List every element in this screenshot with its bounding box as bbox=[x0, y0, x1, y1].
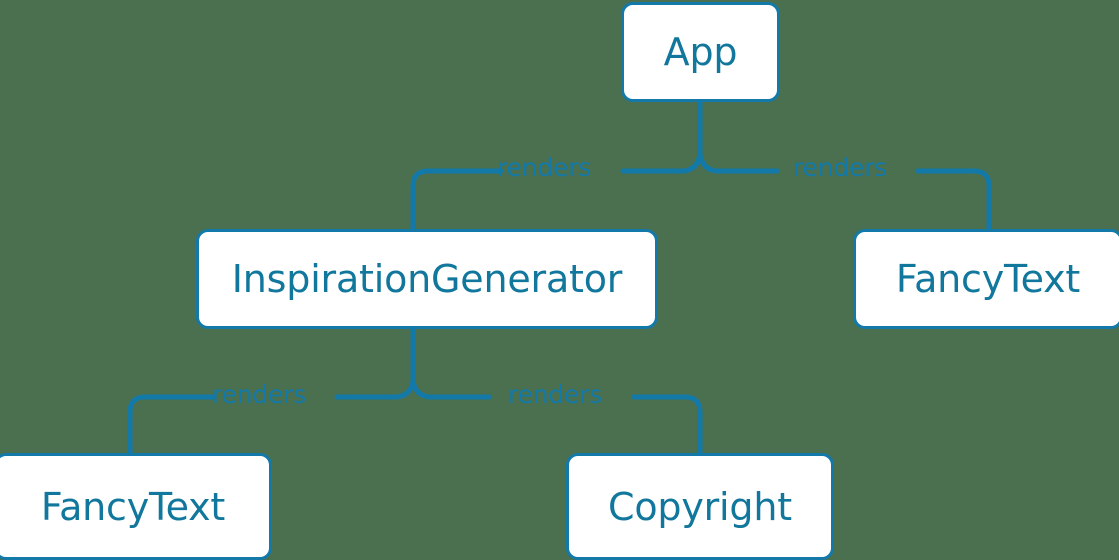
edge-inspiration-split-right bbox=[410, 378, 492, 400]
node-copyright[interactable]: Copyright bbox=[566, 453, 834, 560]
edge-inspiration-to-fancytext-left bbox=[127, 394, 216, 456]
node-fancytext-left[interactable]: FancyText bbox=[0, 453, 272, 560]
edge-app-to-fancytext-right bbox=[915, 168, 992, 232]
edge-app-split-right bbox=[697, 151, 780, 174]
edge-app-to-inspiration bbox=[410, 168, 504, 232]
node-inspiration-generator[interactable]: InspirationGenerator bbox=[196, 229, 658, 329]
node-copyright-label: Copyright bbox=[608, 484, 792, 529]
edge-inspiration-split-left bbox=[334, 378, 416, 400]
node-app[interactable]: App bbox=[621, 2, 780, 102]
edge-label-inspiration-generator-to-copyright: renders bbox=[508, 380, 603, 409]
edge-inspiration-to-copyright bbox=[631, 394, 703, 456]
node-fancytext-right-label: FancyText bbox=[895, 257, 1081, 301]
edge-label-app-to-inspiration-generator: renders bbox=[497, 153, 592, 182]
node-inspiration-generator-label: InspirationGenerator bbox=[231, 257, 623, 301]
edge-app-split-left bbox=[620, 151, 703, 174]
node-fancytext-right[interactable]: FancyText bbox=[853, 229, 1119, 329]
edge-label-app-to-fancytext-right: renders bbox=[793, 153, 888, 182]
edge-label-inspiration-generator-to-fancytext-left: renders bbox=[212, 380, 307, 409]
node-app-label: App bbox=[663, 30, 738, 74]
node-fancytext-left-label: FancyText bbox=[40, 484, 226, 529]
